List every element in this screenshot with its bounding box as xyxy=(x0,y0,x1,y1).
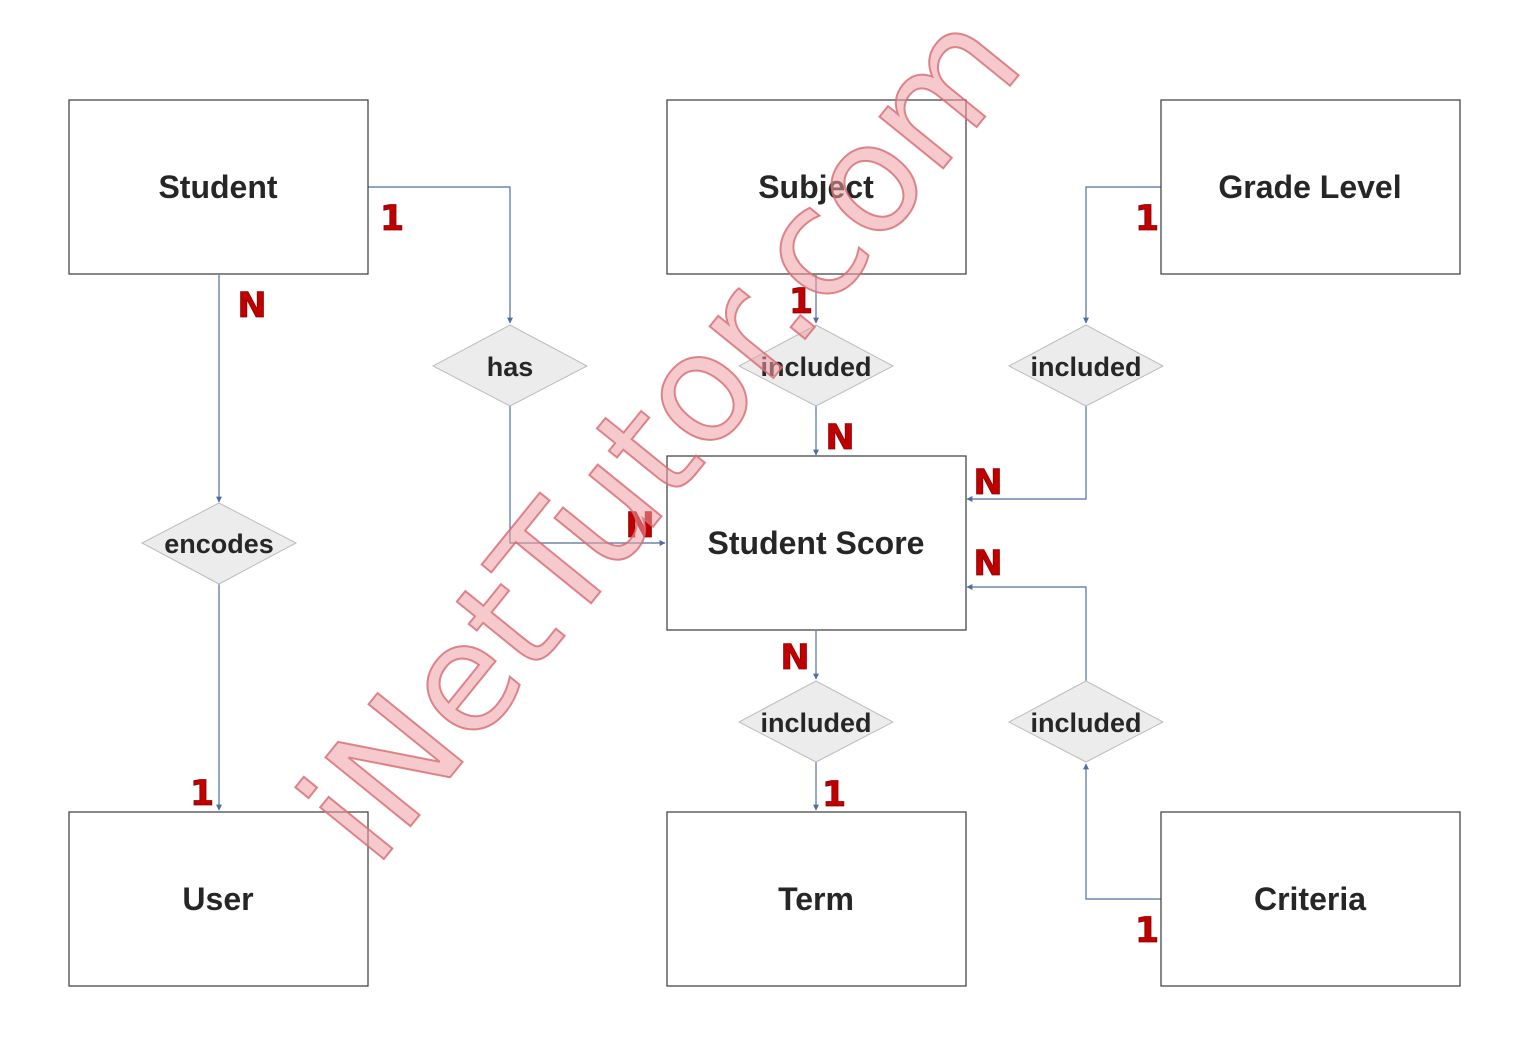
relationship-label: encodes xyxy=(164,529,274,559)
relationship-has[interactable]: has xyxy=(431,324,589,407)
relationship-label: has xyxy=(487,352,534,382)
cardinalities: 1 N 1 N 1 N 1 N N N 1 1 xyxy=(189,199,1159,952)
connector-included-score-criteria xyxy=(966,584,1087,681)
entity-label: Student Score xyxy=(708,525,925,561)
relationship-label: included xyxy=(760,352,871,382)
connector-student-has xyxy=(368,186,513,324)
entity-grade-level[interactable]: Grade Level xyxy=(1160,99,1461,275)
entity-label: Criteria xyxy=(1254,881,1366,917)
entity-label: Term xyxy=(778,881,854,917)
entity-label: User xyxy=(182,881,253,917)
relationship-included-term[interactable]: included xyxy=(737,680,895,763)
connector-included-score-grade xyxy=(966,405,1087,502)
entity-term[interactable]: Term xyxy=(666,811,967,987)
cardinality-score-criteria: N xyxy=(973,544,1002,584)
cardinality-term-included: 1 xyxy=(822,775,846,815)
connectors xyxy=(216,186,1161,900)
relationship-label: included xyxy=(760,708,871,738)
connector-criteria-included xyxy=(1083,763,1161,900)
cardinality-student-encodes: N xyxy=(237,286,266,326)
entity-student-score[interactable]: Student Score xyxy=(666,455,967,631)
cardinality-score-has: N xyxy=(625,506,654,546)
cardinality-score-subject: N xyxy=(825,418,854,458)
cardinality-user-encodes: 1 xyxy=(190,774,214,814)
cardinality-criteria-included: 1 xyxy=(1135,911,1159,951)
relationship-encodes[interactable]: encodes xyxy=(140,502,298,585)
cardinality-grade-included: 1 xyxy=(1135,199,1159,239)
connector-has-student-score xyxy=(509,405,666,546)
entity-subject[interactable]: Subject xyxy=(666,99,967,275)
cardinality-score-term: N xyxy=(780,638,809,678)
cardinality-student-has: 1 xyxy=(380,199,404,239)
cardinality-subject-included: 1 xyxy=(789,282,813,322)
entity-label: Subject xyxy=(758,169,874,205)
entity-label: Grade Level xyxy=(1218,169,1401,205)
relationship-included-subject[interactable]: included xyxy=(737,324,895,407)
entity-student[interactable]: Student xyxy=(68,99,369,275)
relationship-label: included xyxy=(1030,708,1141,738)
entity-criteria[interactable]: Criteria xyxy=(1160,811,1461,987)
relationship-included-grade-level[interactable]: included xyxy=(1007,324,1165,407)
relationship-included-criteria[interactable]: included xyxy=(1007,680,1165,763)
entity-user[interactable]: User xyxy=(68,811,369,987)
relationship-label: included xyxy=(1030,352,1141,382)
cardinality-score-grade: N xyxy=(973,463,1002,503)
entity-label: Student xyxy=(158,169,277,205)
connector-grade-level-included xyxy=(1083,186,1161,324)
